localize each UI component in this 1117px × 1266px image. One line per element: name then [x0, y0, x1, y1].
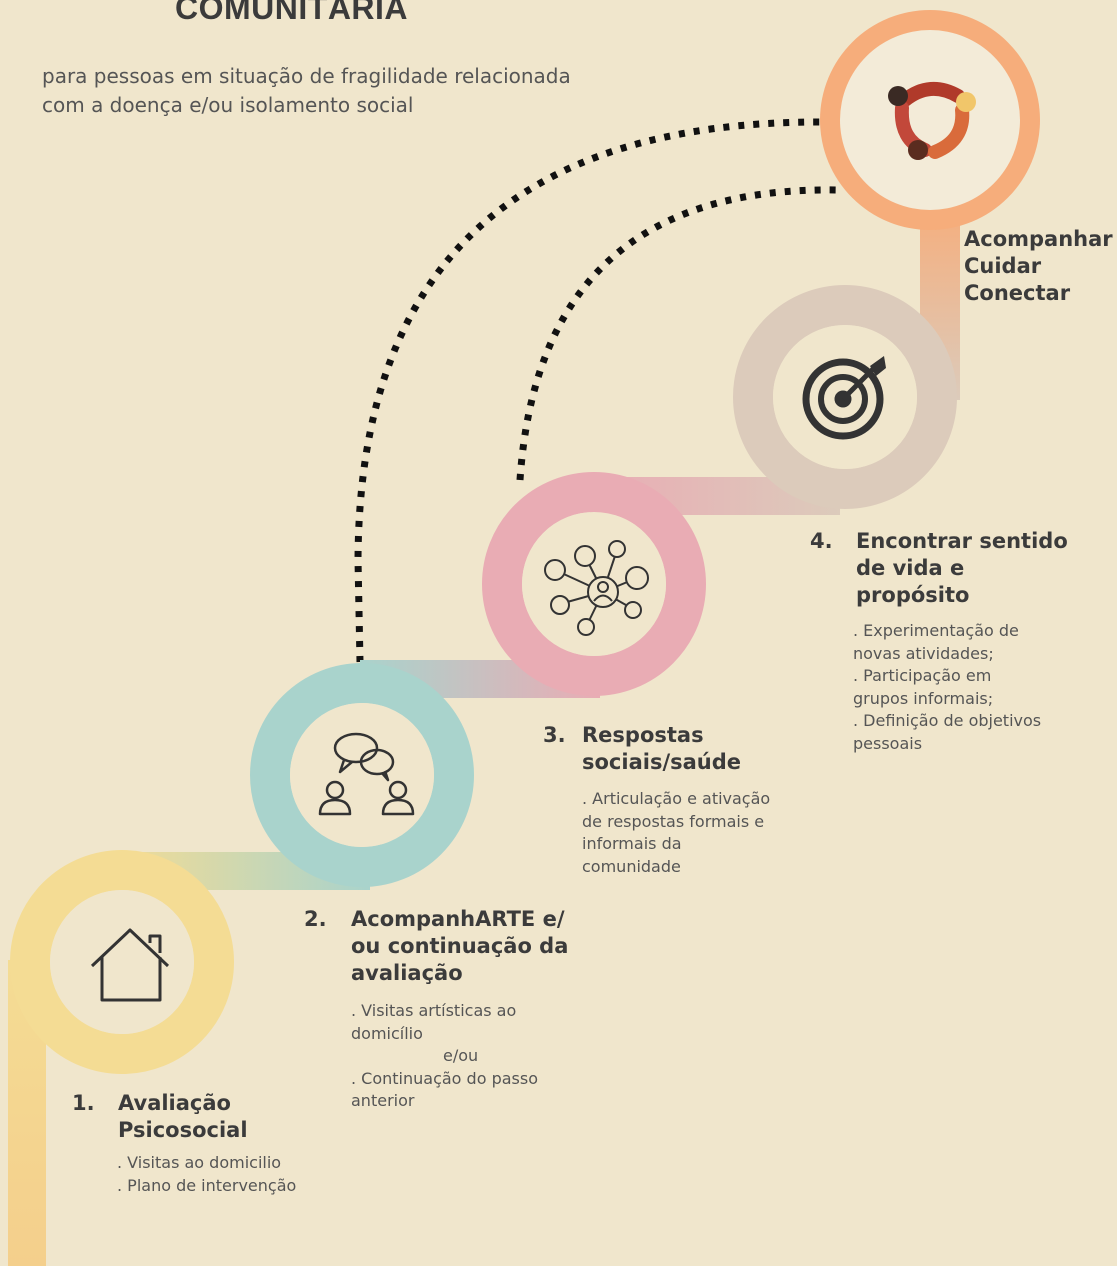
- step-detail: . Visitas artísticas ao: [351, 1001, 517, 1020]
- dotted-arc-outer: [354, 118, 821, 663]
- step4-details: . Experimentação de novas atividades; . …: [853, 620, 1041, 755]
- subtitle-line: com a doença e/ou isolamento social: [42, 93, 414, 117]
- step-detail: de respostas formais e: [582, 811, 765, 831]
- step-title-line: de vida e: [856, 556, 965, 580]
- step3-heading: 3. Respostas sociais/saúde: [543, 722, 741, 776]
- step1-details: . Visitas ao domicilio . Plano de interv…: [117, 1152, 296, 1197]
- step-detail: . Plano de intervenção: [117, 1175, 297, 1195]
- step-detail: e/ou: [443, 1046, 479, 1065]
- step-title-line: Avaliação: [118, 1091, 231, 1115]
- step-title-line: avaliação: [351, 961, 463, 985]
- step-number: 2.: [304, 907, 327, 931]
- step2-details: . Visitas artísticas ao domicílio e/ou .…: [351, 1000, 538, 1113]
- step3-circle: [482, 472, 706, 696]
- step-detail: . Articulação e ativação: [582, 789, 771, 808]
- step-number: 1.: [72, 1091, 95, 1115]
- network-icon: [544, 540, 649, 636]
- step-detail: . Visitas ao domicilio: [117, 1153, 282, 1172]
- step-detail: . Continuação do passo: [351, 1068, 539, 1088]
- step-number: 3.: [543, 723, 566, 747]
- step-title-line: Encontrar sentido: [856, 529, 1068, 553]
- step-title-line: AcompanhARTE e/: [351, 907, 565, 931]
- step-detail: novas atividades;: [853, 643, 994, 663]
- tagline-line: Cuidar: [964, 254, 1042, 278]
- step-detail: comunidade: [582, 856, 681, 876]
- community-logo-icon: [888, 82, 976, 160]
- step-detail: . Experimentação de: [853, 621, 1019, 640]
- step-title-line: ou continuação da: [351, 934, 569, 958]
- subtitle-line: para pessoas em situação de fragilidade …: [42, 64, 571, 88]
- tagline-line: Acompanhar: [964, 227, 1113, 251]
- step1-heading: 1. Avaliação Psicosocial: [72, 1090, 248, 1144]
- page-title: COMUNITÁRIA: [175, 0, 409, 26]
- step-number: 4.: [810, 529, 833, 553]
- dotted-arc-inner: [516, 186, 839, 481]
- house-icon: [90, 928, 170, 1002]
- step-title-line: Respostas: [582, 723, 704, 747]
- step2-heading: 2. AcompanhARTE e/ ou continuação da ava…: [304, 906, 568, 987]
- step-title-line: propósito: [856, 583, 970, 607]
- step-title-line: sociais/saúde: [582, 750, 742, 774]
- page-subtitle: para pessoas em situação de fragilidade …: [42, 62, 682, 120]
- step-detail: informais da: [582, 834, 682, 853]
- step-detail: . Definição de objetivos: [853, 711, 1042, 730]
- tagline: Acompanhar Cuidar Conectar: [964, 226, 1113, 307]
- step-detail: . Participação em: [853, 666, 992, 685]
- step3-details: . Articulação e ativação de respostas fo…: [582, 788, 770, 878]
- step4-circle: [733, 285, 957, 509]
- step-title-line: Psicosocial: [118, 1118, 248, 1142]
- step4-heading: 4. Encontrar sentido de vida e propósito: [810, 528, 1068, 609]
- step-detail: grupos informais;: [853, 688, 994, 708]
- step-detail: domicílio: [351, 1023, 423, 1043]
- tagline-line: Conectar: [964, 281, 1071, 305]
- step2-circle: [250, 663, 474, 887]
- conversation-icon: [318, 732, 415, 816]
- step-detail: anterior: [351, 1091, 415, 1110]
- target-icon: [802, 356, 886, 440]
- step-detail: pessoais: [853, 733, 923, 753]
- step1-circle: [10, 850, 234, 1074]
